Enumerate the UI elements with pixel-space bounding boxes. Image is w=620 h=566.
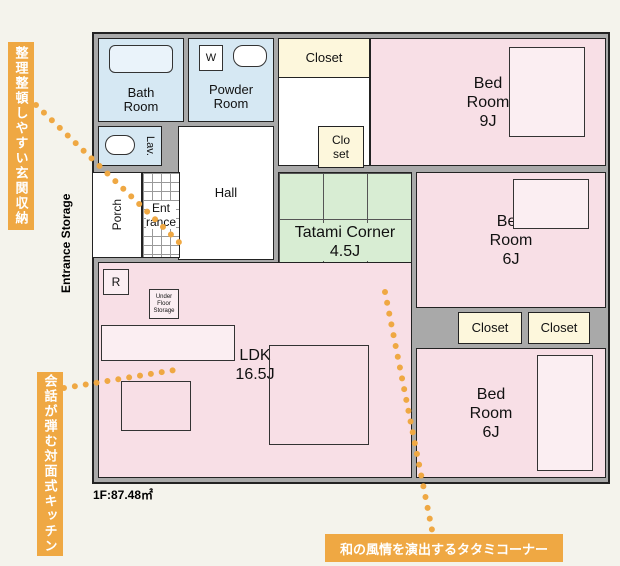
dining-table	[121, 381, 191, 431]
closet-top-label: Closet	[305, 50, 343, 65]
kitchen-callout-line	[61, 367, 178, 391]
under-floor-storage: Under Floor Storage	[149, 289, 179, 319]
lav-label: Lav.	[144, 136, 156, 156]
bedroom-middle-size: 6J	[502, 250, 520, 268]
powder-room: W Powder Room	[188, 38, 274, 122]
closet-b: Closet	[528, 312, 590, 344]
bedroom-bottom-size: 6J	[482, 423, 500, 441]
hall-label: Hall	[214, 185, 238, 200]
sink	[233, 45, 267, 67]
bedroom-bottom-name: Bed Room	[469, 385, 513, 422]
floor-area: 1F:87.48㎡	[93, 488, 154, 502]
porch: Porch	[92, 172, 142, 258]
tatami-size: 4.5J	[329, 243, 361, 260]
closet-a: Closet	[458, 312, 522, 344]
bed	[537, 355, 593, 471]
entrance-callout-line	[33, 102, 188, 251]
callout-entrance-storage: 整理整頓しやすい玄関収納	[8, 42, 34, 230]
callout-kitchen: 会話が弾む対面式キッチン	[37, 372, 63, 556]
washer-box: W	[199, 45, 223, 71]
ldk-label: LDK	[239, 347, 271, 364]
refrigerator: R	[103, 269, 129, 295]
sofa-area	[269, 345, 369, 445]
bed	[513, 179, 589, 229]
bedroom-9j-name: Bed Room	[466, 74, 510, 111]
toilet: Lav.	[98, 126, 162, 166]
closet-small-label: Clo set	[331, 133, 350, 161]
hall: Hall	[178, 126, 274, 260]
bed	[509, 47, 585, 137]
powder-label: Powder Room	[208, 82, 254, 111]
closet-a-label: Closet	[471, 320, 509, 335]
bedroom-9j-size: 9J	[479, 112, 497, 130]
tatami-label: Tatami Corner	[294, 224, 396, 241]
closet-b-label: Closet	[540, 320, 578, 335]
bath-label: Bath Room	[123, 85, 159, 114]
bath-room: Bath Room	[98, 38, 184, 122]
tatami-callout-line	[382, 289, 435, 533]
bathtub	[109, 45, 173, 73]
callout-tatami: 和の風情を演出するタタミコーナー	[325, 534, 563, 562]
closet-top: Closet	[278, 38, 370, 78]
kitchen-counter	[101, 325, 235, 361]
closet-small: Clo set	[318, 126, 364, 168]
ldk-size: 16.5J	[235, 366, 275, 383]
toilet-fixture	[105, 135, 135, 155]
ldk: R Under Floor Storage LDK 16.5J	[98, 262, 412, 478]
